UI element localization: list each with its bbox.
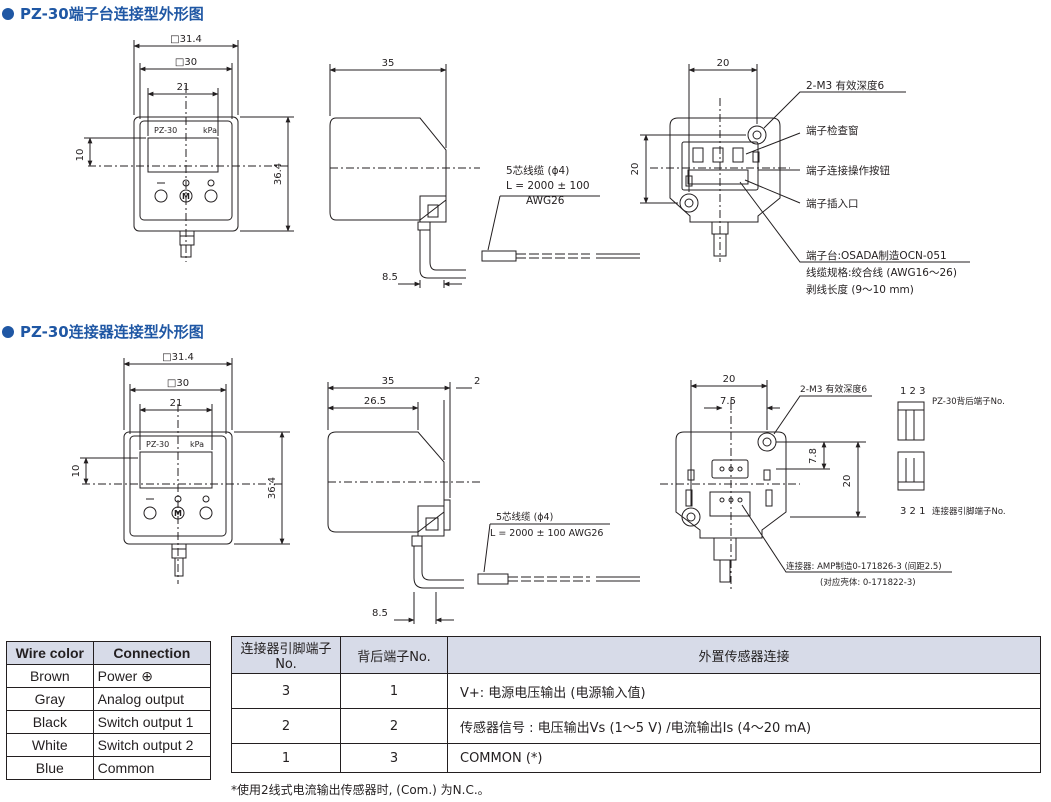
wire-connection: Power ⊕	[92, 664, 212, 688]
top-side-view	[329, 64, 640, 288]
dim-height: 36.4	[267, 477, 278, 499]
dim-offset: 10	[75, 149, 86, 162]
panel-unit: kPa	[203, 126, 217, 135]
table-row: Black Switch output 1	[6, 710, 212, 734]
back-terminal: 2	[340, 708, 448, 744]
section-title: PZ-30端子台连接型外形图	[20, 5, 204, 23]
table-row: 2 2 传感器信号 : 电压输出Vs (1～5 V) /电流输出Is (4～20…	[231, 708, 1041, 744]
dim-pitch: 7.5	[720, 396, 736, 407]
dim-depth: 35	[382, 376, 395, 387]
table-row: White Switch output 2	[6, 733, 212, 757]
dim-depth: 35	[382, 58, 395, 69]
cable-spec-2: L = 2000 ± 100 AWG26	[490, 528, 603, 539]
callout-insert-port: 端子插入口	[806, 197, 859, 210]
pin-label-bottom: 连接器引脚端子No.	[932, 506, 1006, 517]
table-row: 3 1 V+: 电源电压输出 (电源输入值)	[231, 673, 1041, 709]
cable-spec-2: L = 2000 ± 100	[506, 180, 590, 192]
dim-tip: 2	[474, 376, 480, 387]
section-title: PZ-30连接器连接型外形图	[20, 323, 204, 341]
terminal-note-3: 剥线长度 (9～10 mm)	[806, 283, 914, 296]
dim-display-width: 21	[177, 82, 190, 93]
wire-color: Gray	[6, 687, 94, 711]
table-header-row: 连接器引脚端子No. 背后端子No. 外置传感器连接	[231, 636, 1041, 674]
bullet-icon	[2, 7, 14, 20]
table-row: 1 3 COMMON (*)	[231, 743, 1041, 773]
terminal-note-2: 线缆规格:绞合线 (AWG16～26)	[806, 266, 957, 279]
wire-connection: Switch output 1	[92, 710, 212, 734]
callout-check-window: 端子检查窗	[806, 124, 859, 137]
dim-back-width: 20	[723, 374, 736, 385]
connector-note-1: 连接器: AMP制造0-171826-3 (间距2.5)	[786, 561, 942, 572]
cable-spec-1: 5芯线缆 (ϕ4)	[496, 511, 553, 523]
top-front-view	[84, 40, 294, 262]
wire-color-table: Wire color Connection Brown Power ⊕ Gray…	[6, 641, 212, 780]
sensor-connection: 传感器信号 : 电压输出Vs (1～5 V) /电流输出Is (4～20 mA)	[447, 708, 1041, 744]
dim-offset: 10	[71, 465, 82, 478]
bottom-front-view	[80, 358, 290, 584]
panel-unit: kPa	[190, 440, 204, 449]
terminal-note-1: 端子台:OSADA制造OCN-051	[806, 249, 947, 262]
wire-connection: Common	[92, 756, 212, 780]
sensor-connection: COMMON (*)	[447, 743, 1041, 773]
dim-display-width: 21	[170, 398, 183, 409]
dim-back-width: 20	[717, 58, 730, 69]
dim-cable-offset: 8.5	[382, 272, 398, 283]
back-terminal: 3	[340, 743, 448, 773]
section-heading-terminal: PZ-30端子台连接型外形图	[2, 3, 204, 24]
callout-mount-hole: 2-M3 有效深度6	[806, 79, 885, 92]
callout-mount-hole: 2-M3 有效深度6	[800, 383, 867, 395]
table-row: Brown Power ⊕	[6, 664, 212, 688]
wire-connection: Switch output 2	[92, 733, 212, 757]
dim-back-offset: 7.8	[808, 448, 819, 464]
panel-model: PZ-30	[154, 126, 177, 135]
table-row: Blue Common	[6, 756, 212, 780]
column-header: Wire color	[6, 641, 94, 665]
wire-connection: Analog output	[92, 687, 212, 711]
section-heading-connector: PZ-30连接器连接型外形图	[2, 321, 204, 342]
pin-numbers-bottom: 3 2 1	[900, 506, 925, 517]
wire-color: Black	[6, 710, 94, 734]
connector-pin: 1	[231, 743, 341, 773]
wire-color: Blue	[6, 756, 94, 780]
bottom-back-view	[660, 380, 952, 590]
table-header-row: Wire color Connection	[6, 641, 212, 665]
m-button-icon: M	[182, 192, 190, 201]
pin-connection-table: 连接器引脚端子No. 背后端子No. 外置传感器连接 3 1 V+: 电源电压输…	[231, 636, 1041, 773]
panel-model: PZ-30	[146, 440, 169, 449]
dim-inner-size: □30	[167, 378, 189, 389]
column-header: 背后端子No.	[340, 636, 448, 674]
footnote: *使用2线式电流输出传感器时, (Com.) 为N.C.。	[231, 783, 490, 797]
dim-inner-size: □30	[175, 57, 197, 68]
column-header: Connection	[92, 641, 212, 665]
callout-operate-button: 端子连接操作按钮	[806, 164, 890, 177]
dim-outer-size: □31.4	[162, 352, 194, 363]
column-header: 外置传感器连接	[447, 636, 1041, 674]
dim-back-height: 20	[842, 475, 853, 488]
sensor-connection: V+: 电源电压输出 (电源输入值)	[447, 673, 1041, 709]
dim-cable-offset: 8.5	[372, 608, 388, 619]
bullet-icon	[2, 325, 14, 338]
top-back-view	[640, 64, 970, 263]
dim-outer-size: □31.4	[170, 34, 202, 45]
cable-spec-3: AWG26	[526, 195, 565, 207]
m-button-icon: M	[174, 509, 182, 518]
outline-drawings: □31.4 □30 21 36.4 10 PZ-30 kPa M 35 8.5 …	[71, 34, 1006, 624]
pin-numbers-top: 1 2 3	[900, 386, 925, 397]
dim-back-height: 20	[630, 163, 641, 176]
table-row: Gray Analog output	[6, 687, 212, 711]
pin-label-top: PZ-30背后端子No.	[932, 396, 1005, 407]
bottom-side-view	[327, 382, 640, 624]
cable-spec-1: 5芯线缆 (ϕ4)	[506, 164, 569, 177]
connector-note-2: (对应壳体: 0-171822-3)	[820, 577, 916, 588]
dim-inner-depth: 26.5	[364, 396, 386, 407]
column-header: 连接器引脚端子No.	[231, 636, 341, 674]
dim-height: 36.4	[273, 163, 284, 185]
connector-pin: 2	[231, 708, 341, 744]
back-terminal: 1	[340, 673, 448, 709]
wire-color: White	[6, 733, 94, 757]
connector-pin: 3	[231, 673, 341, 709]
wire-color: Brown	[6, 664, 94, 688]
